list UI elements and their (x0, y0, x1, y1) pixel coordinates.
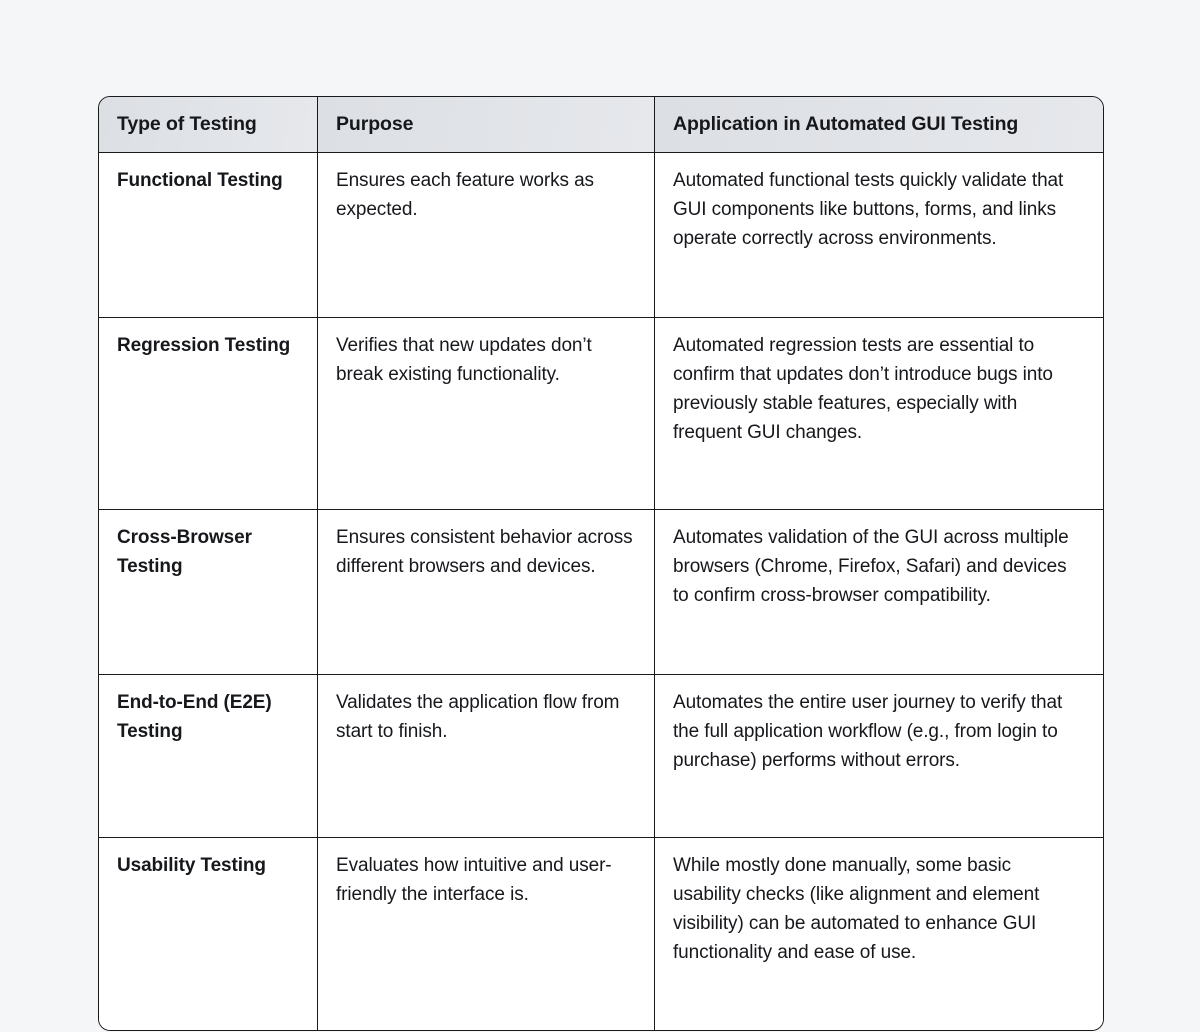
table-body: Functional Testing Ensures each feature … (99, 153, 1103, 1031)
cell-purpose-end-to-end: Validates the application flow from star… (317, 674, 654, 838)
cell-type-cross-browser: Cross-Browser Testing (99, 509, 317, 675)
cell-application-cross-browser: Automates validation of the GUI across m… (654, 509, 1103, 675)
table-row: Regression Testing Verifies that new upd… (99, 317, 1103, 510)
table-header: Type of Testing Purpose Application in A… (99, 97, 1103, 154)
testing-types-table-container: Type of Testing Purpose Application in A… (98, 96, 1104, 1032)
table-row: Functional Testing Ensures each feature … (99, 153, 1103, 318)
cell-type-end-to-end: End-to-End (E2E) Testing (99, 674, 317, 838)
column-header-purpose: Purpose (317, 97, 654, 154)
column-header-type-of-testing: Type of Testing (99, 97, 317, 154)
cell-type-regression: Regression Testing (99, 317, 317, 510)
cell-application-functional: Automated functional tests quickly valid… (654, 153, 1103, 318)
table-row: Cross-Browser Testing Ensures consistent… (99, 509, 1103, 675)
cell-type-functional: Functional Testing (99, 153, 317, 318)
column-header-application: Application in Automated GUI Testing (654, 97, 1103, 154)
cell-application-regression: Automated regression tests are essential… (654, 317, 1103, 510)
testing-types-table: Type of Testing Purpose Application in A… (98, 96, 1104, 1032)
cell-purpose-functional: Ensures each feature works as expected. (317, 153, 654, 318)
cell-purpose-cross-browser: Ensures consistent behavior across diffe… (317, 509, 654, 675)
cell-application-usability: While mostly done manually, some basic u… (654, 837, 1103, 1031)
cell-type-usability: Usability Testing (99, 837, 317, 1031)
cell-application-end-to-end: Automates the entire user journey to ver… (654, 674, 1103, 838)
table-row: Usability Testing Evaluates how intuitiv… (99, 837, 1103, 1031)
table-header-row: Type of Testing Purpose Application in A… (99, 97, 1103, 154)
table-row: End-to-End (E2E) Testing Validates the a… (99, 674, 1103, 838)
cell-purpose-usability: Evaluates how intuitive and user-friendl… (317, 837, 654, 1031)
cell-purpose-regression: Verifies that new updates don’t break ex… (317, 317, 654, 510)
